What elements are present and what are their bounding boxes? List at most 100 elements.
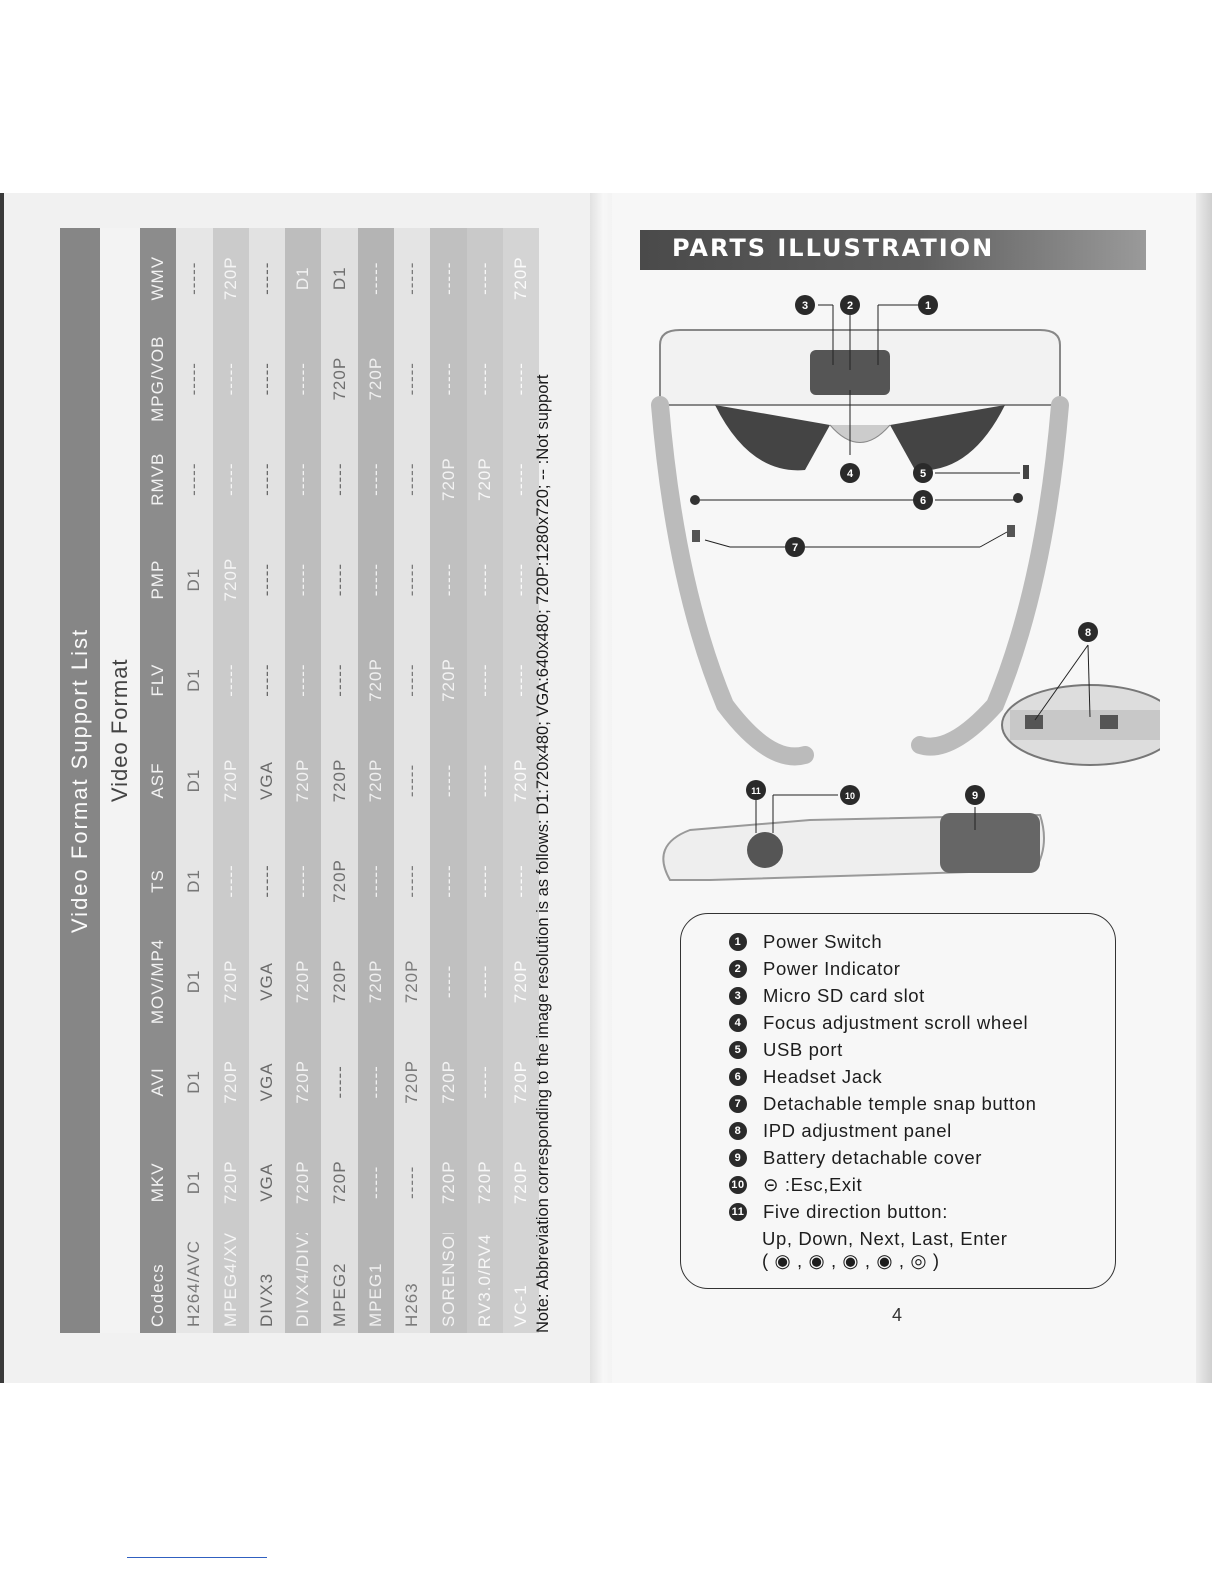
format-cell: 720P (466, 1132, 503, 1233)
codec-cell: SORENSON H263 (430, 1232, 467, 1333)
svg-text:10: 10 (845, 791, 855, 801)
five-direction-symbols: ( ◉ , ◉ , ◉ , ◉ , ◎ ) (762, 1250, 940, 1271)
number-badge-icon: 5 (729, 1041, 747, 1059)
format-header: MKV (140, 1132, 177, 1233)
format-header: MOV/MP4 (140, 931, 177, 1032)
format-cell: ----- (248, 830, 286, 932)
format-cell: ----- (321, 1031, 358, 1133)
book-gutter (590, 193, 612, 1383)
codec-cell: MPEG4/XVID (212, 1232, 249, 1333)
legend-label: IPD adjustment panel (763, 1120, 952, 1141)
video-format-table: Video Format Support List Video Format C… (60, 228, 540, 1333)
format-cell: D1 (176, 1132, 213, 1233)
format-cell: 720P (212, 529, 249, 630)
format-cell: ----- (212, 328, 249, 429)
format-cell: ----- (466, 629, 503, 731)
number-badge-icon: 3 (729, 987, 747, 1005)
format-cell: 720P (285, 1132, 322, 1233)
format-cell: 720P (212, 931, 249, 1032)
battery-cover (940, 813, 1040, 873)
svg-text:6: 6 (920, 495, 926, 507)
format-cell: ----- (466, 931, 503, 1032)
format-cell: 720P (285, 730, 322, 831)
format-cell: ----- (357, 1132, 395, 1233)
number-badge-icon: 2 (729, 960, 747, 978)
format-cell: ----- (248, 629, 286, 731)
format-cell: 720P (212, 1031, 249, 1133)
number-badge-icon: 10 (729, 1176, 747, 1194)
callout-4: 4 (840, 463, 860, 483)
codec-cell: RV3.0/RV4.0/RV8/RV9 (466, 1232, 503, 1333)
format-cell: ----- (466, 328, 503, 429)
parts-illustration-banner: PARTS ILLUSTRATION (640, 230, 1146, 270)
format-cell: ----- (285, 629, 322, 731)
format-header: WMV (140, 228, 177, 329)
format-cell: ----- (466, 730, 503, 831)
format-cell: ----- (176, 228, 213, 329)
format-cell: ----- (430, 730, 467, 831)
callout-9: 9 (965, 785, 985, 805)
right-page-edge (1196, 193, 1212, 1383)
legend-label: ⊝ :Esc,Exit (763, 1174, 863, 1195)
format-header: ASF (140, 730, 177, 831)
format-cell: 720P (321, 730, 358, 831)
format-cell: ----- (394, 428, 431, 530)
format-cell: D1 (176, 1031, 213, 1133)
front-module (810, 350, 890, 395)
table-row: DIVX4/DIVX5/MSMPEG4V3720P720P720P-----72… (285, 228, 322, 1333)
format-cell: ----- (212, 428, 249, 530)
format-header: RMVB (140, 428, 177, 530)
legend-item: 8 IPD adjustment panel (729, 1120, 952, 1142)
format-cell: ----- (394, 1132, 431, 1233)
format-cell: 720P (357, 931, 395, 1032)
format-cell: 720P (466, 428, 503, 530)
svg-text:11: 11 (751, 786, 761, 796)
callout-6: 6 (913, 490, 933, 510)
number-badge-icon: 8 (729, 1122, 747, 1140)
format-cell: D1 (176, 529, 213, 630)
five-direction-line: Up, Down, Next, Last, Enter (762, 1228, 1008, 1249)
format-cell: ----- (430, 931, 467, 1032)
format-cell: D1 (176, 830, 213, 932)
svg-text:3: 3 (802, 300, 808, 312)
format-cell: 720P (212, 1132, 249, 1233)
number-badge-icon: 11 (729, 1203, 747, 1221)
format-cell: ----- (357, 830, 395, 932)
svg-text:7: 7 (792, 542, 798, 554)
callout-8: 8 (1078, 622, 1098, 642)
format-cell: 720P (430, 629, 467, 731)
format-cell: 720P (321, 328, 358, 429)
video-format-heading: Video Format (100, 228, 140, 1233)
underline-mark (127, 1557, 267, 1558)
codec-cell: H264/AVC (176, 1232, 213, 1333)
legend-label: Power Switch (763, 931, 883, 952)
format-cell: ----- (430, 228, 467, 329)
number-badge-icon: 7 (729, 1095, 747, 1113)
format-header: MPG/VOB (140, 328, 177, 429)
callout-10: 10 (840, 785, 860, 805)
format-cell: ----- (212, 629, 249, 731)
format-cell: D1 (176, 730, 213, 831)
format-cell: 720P (212, 730, 249, 831)
format-cell: ----- (466, 529, 503, 630)
page-number: 4 (892, 1305, 903, 1325)
legend-label: Power Indicator (763, 958, 901, 979)
svg-text:2: 2 (847, 300, 853, 312)
format-cell: VGA (248, 1132, 286, 1233)
svg-text:8: 8 (1085, 627, 1091, 639)
legend-label: USB port (763, 1039, 843, 1060)
format-cell: ----- (466, 1031, 503, 1133)
format-cell: ----- (357, 1031, 395, 1133)
format-cell: ----- (248, 328, 286, 429)
format-cell: ----- (430, 328, 467, 429)
